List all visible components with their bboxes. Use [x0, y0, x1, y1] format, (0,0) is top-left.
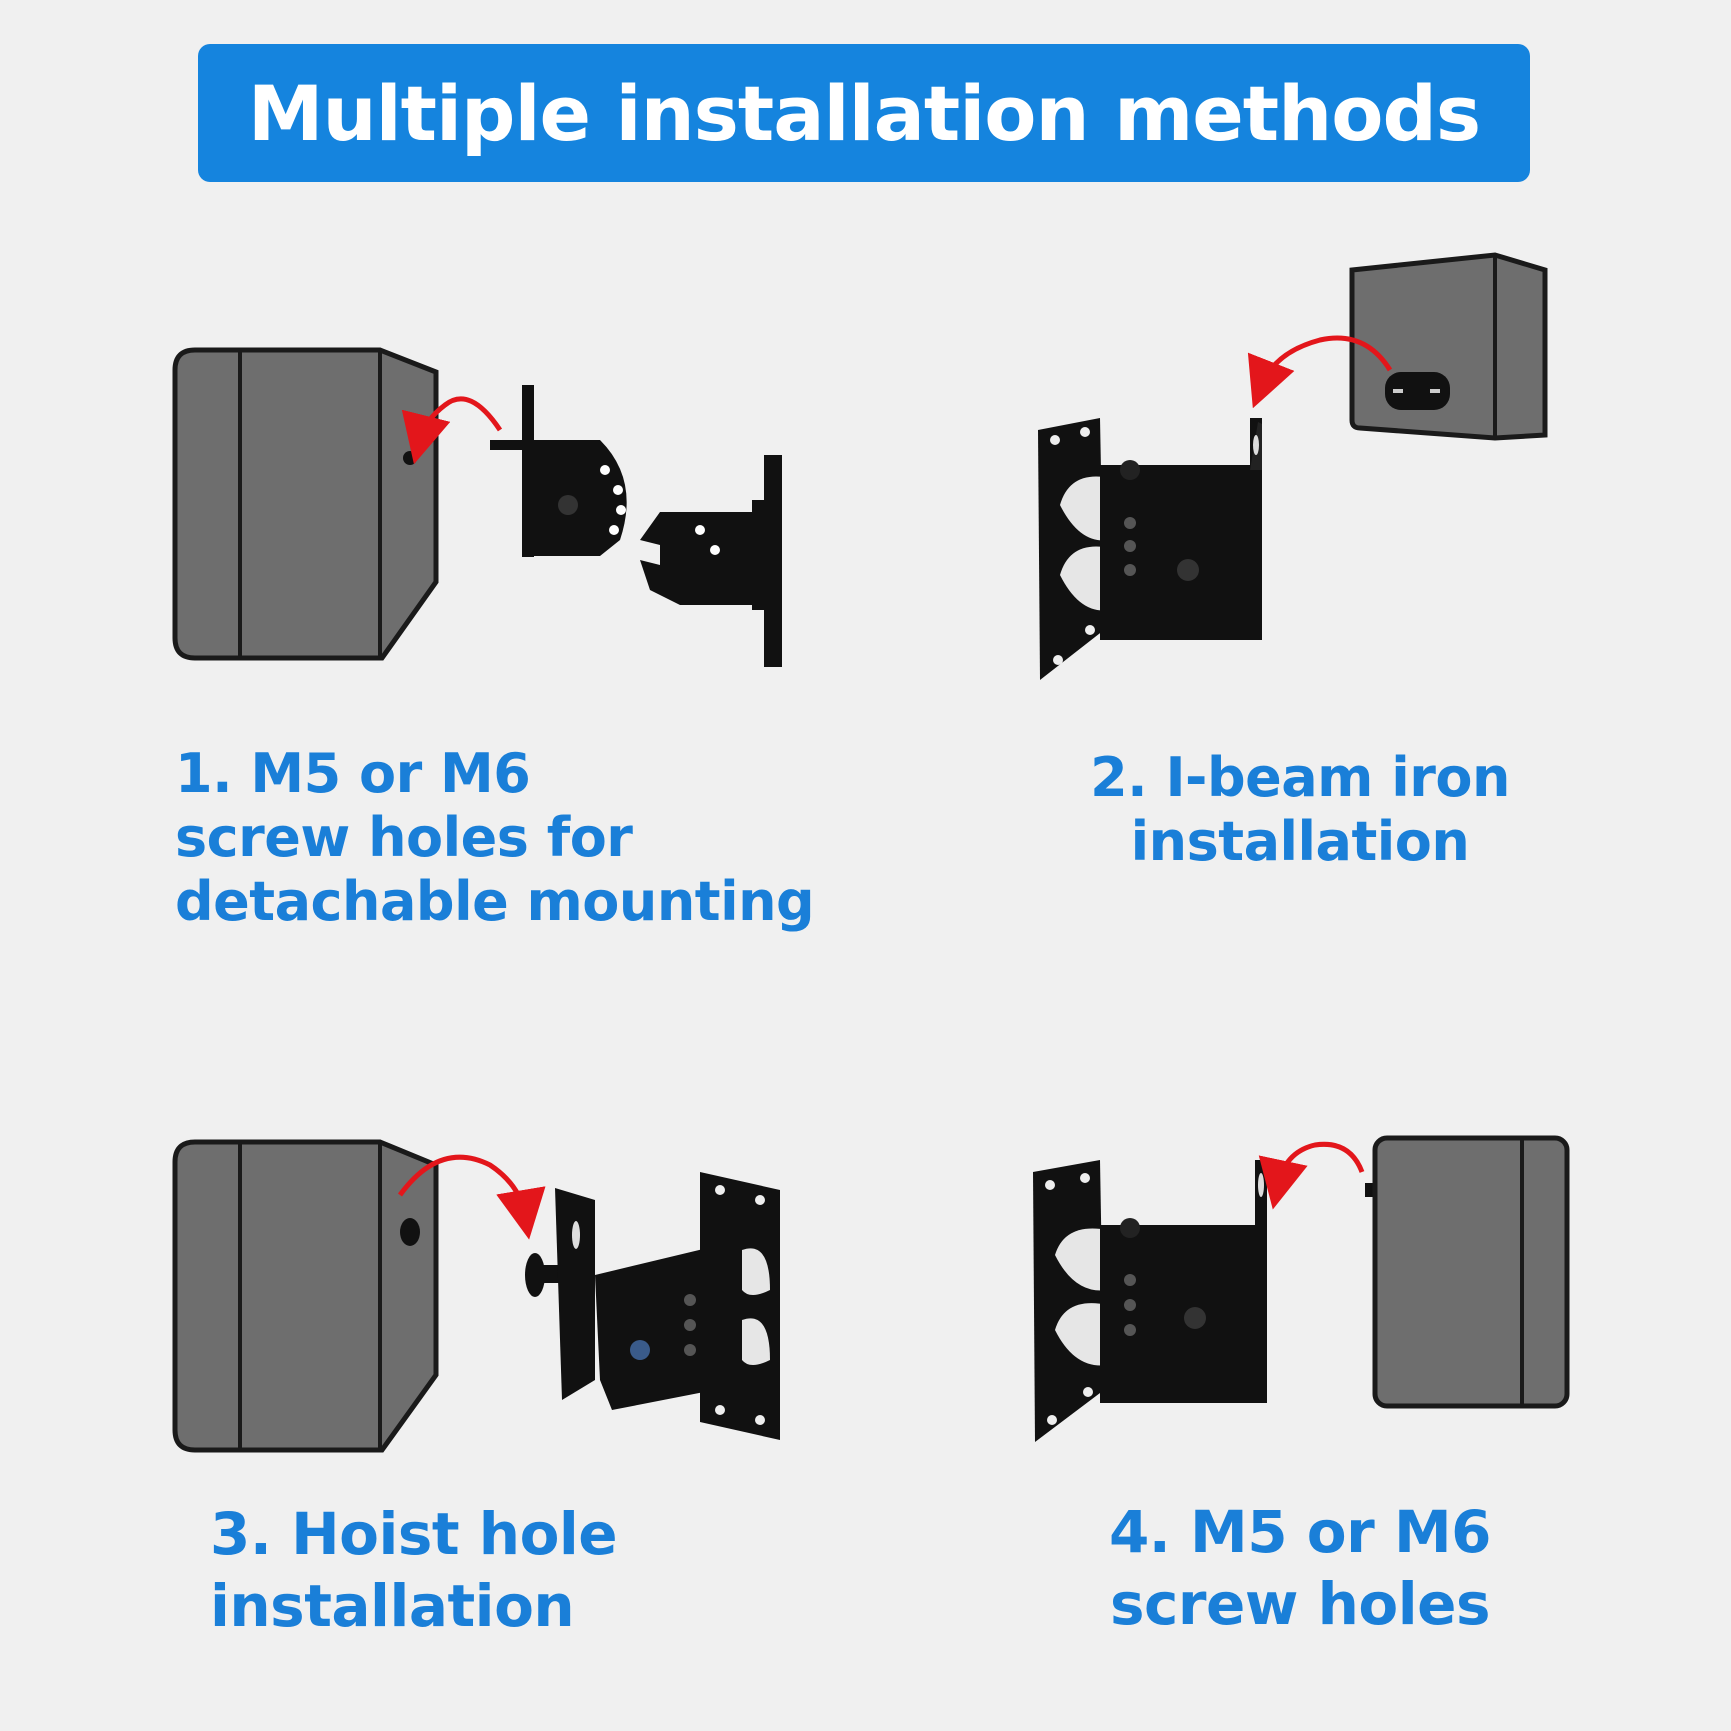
method-4-caption: 4. M5 or M6 screw holes — [1000, 1496, 1600, 1640]
method-3-line-1: 3. Hoist hole — [210, 1500, 618, 1568]
method4-bracket — [1033, 1160, 1267, 1442]
method-1-caption: 1. M5 or M6 screw holes for detachable m… — [175, 742, 815, 934]
method3-speaker — [172, 1139, 439, 1453]
method-1-line-3: detachable mounting — [175, 870, 815, 933]
method2-speaker — [1349, 252, 1548, 441]
title-banner: Multiple installation methods — [198, 44, 1530, 182]
method2-bracket — [1038, 418, 1262, 680]
method-4-line-1: 4. M5 or M6 — [1108, 1498, 1492, 1566]
method3-arrow — [397, 1154, 546, 1240]
method-1-line-2: screw holes for — [175, 806, 633, 869]
method1-bracket — [490, 385, 782, 667]
method4-speaker — [1365, 1135, 1570, 1409]
method2-arrow — [1247, 335, 1393, 409]
method1-speaker — [172, 347, 439, 661]
method-2-line-2: installation — [1130, 810, 1470, 873]
method-2-caption: 2. I-beam iron installation — [1000, 746, 1600, 874]
page-title: Multiple installation methods — [247, 68, 1481, 158]
method1-arrow — [401, 396, 503, 465]
method-1-line-1: 1. M5 or M6 — [175, 742, 531, 805]
method-2-line-1: 2. I-beam iron — [1090, 746, 1510, 809]
method-3-line-2: installation — [210, 1572, 575, 1640]
method3-bracket — [525, 1172, 780, 1440]
method4-arrow — [1258, 1141, 1365, 1210]
method-3-caption: 3. Hoist hole installation — [210, 1498, 618, 1642]
method-4-line-2: screw holes — [1110, 1570, 1491, 1638]
